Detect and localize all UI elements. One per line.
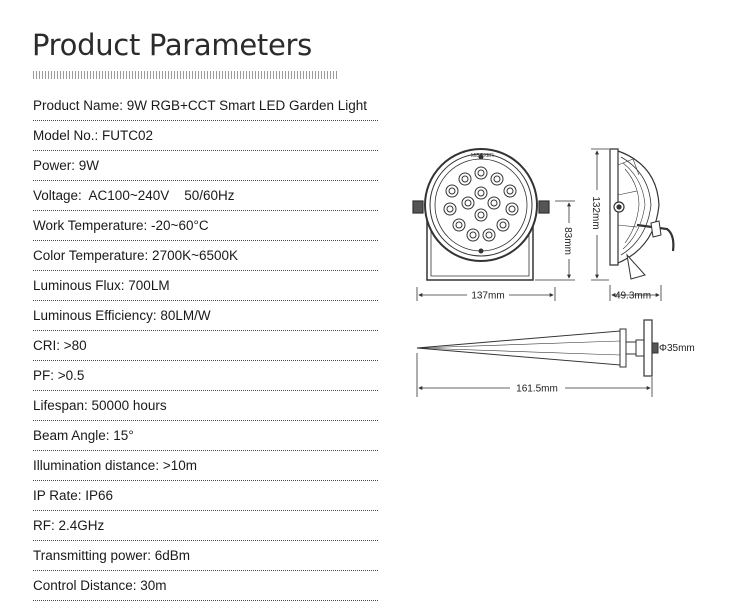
row-divider: [33, 180, 378, 181]
row-divider: [33, 300, 378, 301]
param-text: IP Rate: IP66: [33, 488, 114, 503]
row-divider: [33, 150, 378, 151]
row-divider: [33, 270, 378, 271]
param-row: CRI: >80: [33, 331, 378, 361]
dimension-drawing: MiBOXER 137mm 83mm 132mm: [412, 148, 695, 397]
title-divider: [33, 71, 338, 79]
param-row: Luminous Efficiency: 80LM/W: [33, 301, 378, 331]
param-text: CRI: >80: [33, 338, 87, 353]
side-depth-dimension: 49.3mm: [609, 285, 662, 302]
spike-diameter-dimension: Φ35mm: [659, 343, 695, 354]
front-width-dimension: 137mm: [416, 287, 556, 302]
spike-length-dimension: 161.5mm: [416, 353, 653, 397]
param-text: Luminous Flux: 700LM: [33, 278, 170, 293]
param-row: Control Distance: 30m: [33, 571, 378, 601]
brand-logo: MiBOXER: [471, 153, 494, 159]
param-row: Work Temperature: -20~60°C: [33, 211, 378, 241]
row-divider: [33, 120, 378, 121]
param-text: Color Temperature: 2700K~6500K: [33, 248, 239, 263]
param-text: Work Temperature: -20~60°C: [33, 218, 209, 233]
param-text: Voltage: AC100~240V 50/60Hz: [33, 188, 235, 203]
dim-phi35mm: Φ35mm: [659, 343, 695, 354]
param-text: Product Name: 9W RGB+CCT Smart LED Garde…: [33, 98, 367, 113]
param-row: Voltage: AC100~240V 50/60Hz: [33, 181, 378, 211]
param-row: Model No.: FUTC02: [33, 121, 378, 151]
row-divider: [33, 420, 378, 421]
row-divider: [33, 570, 378, 571]
param-row: Transmitting power: 6dBm: [33, 541, 378, 571]
row-divider: [33, 330, 378, 331]
param-text: Beam Angle: 15°: [33, 428, 134, 443]
param-row: Illumination distance: >10m: [33, 451, 378, 481]
param-text: Luminous Efficiency: 80LM/W: [33, 308, 211, 323]
param-text: Power: 9W: [33, 158, 100, 173]
row-divider: [33, 480, 378, 481]
parameter-list: Product Name: 9W RGB+CCT Smart LED Garde…: [33, 91, 378, 601]
row-divider: [33, 240, 378, 241]
row-divider: [33, 210, 378, 211]
param-row: RF: 2.4GHz: [33, 511, 378, 541]
param-row: Beam Angle: 15°: [33, 421, 378, 451]
param-row: Lifespan: 50000 hours: [33, 391, 378, 421]
led-array: [443, 154, 519, 254]
param-text: Illumination distance: >10m: [33, 458, 197, 473]
row-divider: [33, 510, 378, 511]
row-divider: [33, 450, 378, 451]
param-row: Product Name: 9W RGB+CCT Smart LED Garde…: [33, 91, 378, 121]
param-row: Luminous Flux: 700LM: [33, 271, 378, 301]
dim-49-3mm: 49.3mm: [615, 291, 651, 302]
dim-132mm: 132mm: [590, 196, 601, 229]
front-view: MiBOXER: [412, 148, 550, 281]
dim-137mm: 137mm: [471, 291, 504, 302]
param-text: Control Distance: 30m: [33, 578, 167, 593]
side-height-dimension: 132mm: [590, 148, 609, 281]
page-title: Product Parameters: [32, 28, 312, 62]
param-text: Model No.: FUTC02: [33, 128, 154, 143]
dim-161-5mm: 161.5mm: [516, 384, 558, 395]
row-divider: [33, 390, 378, 391]
param-row: Color Temperature: 2700K~6500K: [33, 241, 378, 271]
dim-83mm: 83mm: [562, 227, 573, 255]
param-text: RF: 2.4GHz: [33, 518, 105, 533]
row-divider: [33, 360, 378, 361]
param-text: Transmitting power: 6dBm: [33, 548, 191, 563]
param-row: PF: >0.5: [33, 361, 378, 391]
param-row: Power: 9W: [33, 151, 378, 181]
row-divider: [33, 540, 378, 541]
param-text: PF: >0.5: [33, 368, 85, 383]
param-row: IP Rate: IP66: [33, 481, 378, 511]
side-view: [609, 148, 675, 280]
spike-view: [416, 319, 659, 377]
param-text: Lifespan: 50000 hours: [33, 398, 167, 413]
front-height-dimension: 83mm: [535, 200, 575, 281]
